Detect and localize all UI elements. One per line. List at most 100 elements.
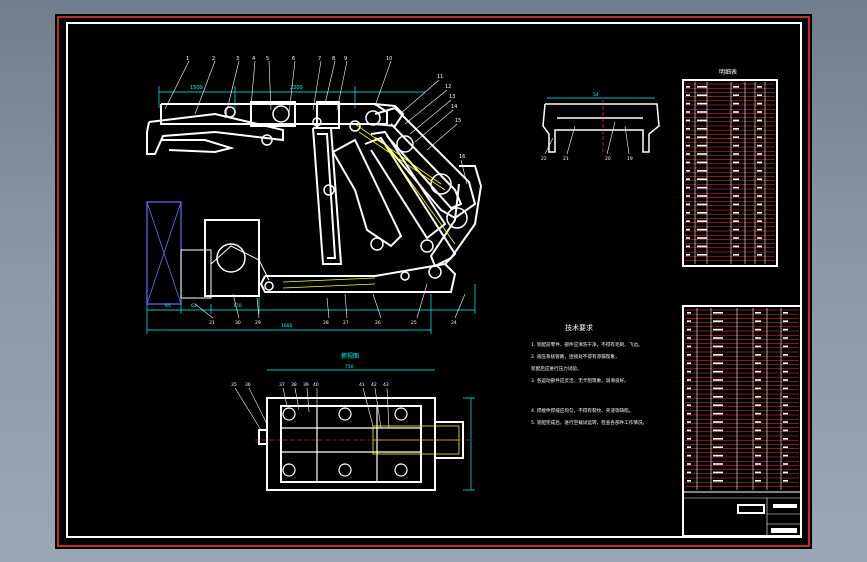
- table-cell-text: [783, 471, 788, 474]
- table-cell-text: [713, 396, 723, 398]
- table-cell-text: [783, 379, 788, 381]
- table-cell-text: [783, 446, 788, 448]
- table-cell-text: [686, 220, 690, 222]
- svg-text:22: 22: [541, 156, 547, 162]
- table-cell-text: [733, 186, 739, 189]
- table-cell-text: [686, 94, 690, 96]
- table-cell-text: [697, 203, 707, 206]
- svg-text:37: 37: [279, 382, 285, 388]
- table-cell-text: [687, 396, 691, 398]
- table-cell-text: [755, 370, 761, 373]
- table-cell-text: [755, 379, 761, 381]
- table-cell-text: [713, 345, 723, 348]
- table-cell-text: [757, 170, 762, 172]
- table-cell-text: [755, 328, 761, 331]
- table-cell-text: [687, 446, 691, 448]
- table-cell-text: [687, 337, 691, 339]
- svg-text:28: 28: [323, 320, 329, 326]
- table-cell-text: [733, 212, 739, 214]
- table-cell-text: [783, 345, 788, 348]
- table-cell-text: [733, 178, 739, 180]
- table-cell-text: [697, 170, 707, 172]
- table-cell-text: [755, 396, 761, 398]
- table-cell-text: [755, 438, 761, 440]
- table-cell-text: [755, 354, 761, 356]
- table-cell-text: [783, 480, 788, 482]
- table-cell-text: [697, 186, 707, 189]
- table-cell-text: [733, 220, 739, 222]
- table-cell-text: [697, 245, 707, 248]
- svg-text:30: 30: [235, 320, 241, 326]
- table-cell-text: [783, 438, 788, 440]
- table-cell-text: [687, 328, 691, 331]
- svg-text:11: 11: [437, 74, 443, 80]
- tech-req-title: 技术要求: [565, 323, 593, 332]
- table-cell-text: [697, 178, 707, 180]
- table-cell-text: [757, 111, 762, 113]
- svg-text:16: 16: [459, 154, 465, 160]
- table-cell-text: [755, 463, 761, 465]
- table-cell-text: [687, 362, 691, 364]
- table-cell-text: [755, 404, 761, 406]
- table-cell-text: [733, 111, 739, 113]
- svg-text:1: 1: [186, 56, 189, 62]
- table-cell-text: [755, 421, 761, 423]
- table-cell-text: [757, 128, 762, 130]
- table-cell-text: [697, 94, 707, 96]
- table-cell-text: [686, 161, 690, 164]
- table-cell-text: [755, 446, 761, 448]
- svg-text:43: 43: [383, 382, 389, 388]
- table-cell-text: [686, 228, 690, 231]
- table-cell-text: [686, 86, 690, 88]
- table-cell-text: [757, 161, 762, 164]
- table-cell-text: [757, 153, 762, 155]
- title-block: [683, 491, 801, 536]
- table-cell-text: [733, 144, 739, 147]
- svg-text:750: 750: [345, 364, 354, 370]
- table-cell-text: [687, 404, 691, 406]
- table-cell-text: [757, 102, 762, 105]
- table-cell-text: [687, 480, 691, 482]
- table-cell-text: [697, 153, 707, 155]
- table-cell-text: [697, 119, 707, 122]
- table-cell-text: [686, 170, 690, 172]
- table-cell-text: [713, 463, 723, 465]
- svg-text:27: 27: [343, 320, 349, 326]
- table-cell-text: [755, 337, 761, 339]
- table-cell-text: [757, 144, 762, 147]
- svg-text:1500: 1500: [190, 85, 203, 91]
- table-cell-text: [757, 195, 762, 197]
- table-cell-text: [686, 144, 690, 147]
- table-cell-text: [686, 178, 690, 180]
- table-cell-text: [757, 119, 762, 122]
- table-cell-text: [755, 471, 761, 474]
- svg-text:26: 26: [375, 320, 381, 326]
- table-cell-text: [713, 454, 723, 457]
- svg-text:20: 20: [605, 156, 611, 162]
- table-cell-text: [686, 128, 690, 130]
- table-cell-text: [733, 128, 739, 130]
- table-cell-text: [783, 454, 788, 457]
- table-cell-text: [697, 136, 707, 138]
- parts-list-title: 明细表: [719, 68, 737, 76]
- tech-requirements: 技术要求 1. 装配前零件、部件应清洗干净，不得有毛刺、飞边。 2. 液压系统管…: [531, 323, 647, 426]
- table-cell-text: [757, 245, 762, 248]
- table-cell-text: [697, 111, 707, 113]
- table-cell-text: [783, 412, 788, 415]
- svg-text:1680: 1680: [281, 323, 293, 329]
- svg-text:36: 36: [245, 382, 251, 388]
- table-cell-text: [783, 387, 788, 390]
- table-cell-text: [697, 161, 707, 164]
- main-elevation-view: 1500 2200: [146, 56, 483, 334]
- table-cell-text: [686, 153, 690, 155]
- table-cell-text: [733, 195, 739, 197]
- table-cell-text: [783, 337, 788, 339]
- parts-list-upper: 明细表: [682, 68, 778, 267]
- table-cell-text: [713, 328, 723, 331]
- drawing-sheet[interactable]: 1500 2200: [55, 14, 812, 549]
- tech-req-line-2: 2. 液压系统管路，连接处不得有渗漏现象，: [531, 353, 620, 360]
- table-cell-text: [697, 144, 707, 147]
- table-cell-text: [713, 387, 723, 390]
- table-cell-text: [783, 328, 788, 331]
- table-cell-text: [733, 237, 739, 239]
